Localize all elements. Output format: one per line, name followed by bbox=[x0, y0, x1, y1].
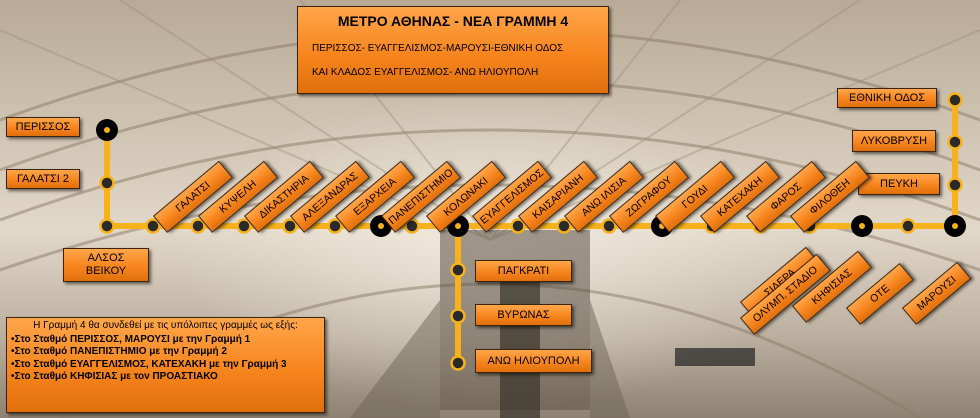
station-dot-panepistimio-core bbox=[378, 223, 384, 229]
title-route-main: ΠΕΡΙΣΣΟΣ- ΕΥΑΓΓΕΛΙΣΜΟΣ-ΜΑΡΟΥΣΙ-ΕΘΝΙΚΗ ΟΔ… bbox=[312, 43, 564, 55]
station-dot-vyronas bbox=[450, 308, 466, 324]
station-label-perissos: ΠΕΡΙΣΣΟΣ bbox=[6, 117, 80, 137]
connections-info-box: Η Γραμμή 4 θα συνδεθεί με τις υπόλοιπες … bbox=[6, 317, 325, 413]
title-box: ΜΕΤΡΟ ΑΘΗΝΑΣ - ΝΕΑ ΓΡΑΜΜΗ 4 ΠΕΡΙΣΣΟΣ- ΕΥ… bbox=[297, 6, 609, 94]
station-dot-pagkrati bbox=[450, 262, 466, 278]
station-dot-alsos-veikou bbox=[99, 218, 115, 234]
station-label-ethniki-odos: ΕΘΝΙΚΗ ΟΔΟΣ bbox=[837, 88, 937, 108]
station-dot-exarcheia bbox=[327, 218, 343, 234]
connection-line-4: •Στο Σταθμό ΚΗΦΙΣΙΑΣ με τον ΠΡΟΑΣΤΙΑΚΟ bbox=[11, 371, 218, 382]
station-dot-kaisariani bbox=[510, 218, 526, 234]
station-label-pefki: ΠΕΥΚΗ bbox=[858, 173, 940, 195]
station-dot-perissos-core bbox=[104, 127, 110, 133]
station-dot-kypseli bbox=[190, 218, 206, 234]
station-label-pagkrati: ΠΑΓΚΡΑΤΙ bbox=[475, 260, 572, 282]
station-label-ano-ilioupoli: ΑΝΩ ΗΛΙΟΥΠΟΛΗ bbox=[475, 349, 592, 373]
station-label-alsos-veikou: ΑΛΣΟΣ ΒΕΙΚΟΥ bbox=[63, 248, 149, 282]
station-dot-alexandras bbox=[282, 218, 298, 234]
station-dot-lykovrysi bbox=[947, 134, 963, 150]
title-route-branch: ΚΑΙ ΚΛΑΔΟΣ ΕΥΑΓΓΕΛΙΣΜΟΣ- ΑΝΩ ΗΛΙΟΥΠΟΛΗ bbox=[312, 66, 539, 78]
station-dot-pefki bbox=[947, 177, 963, 193]
station-dot-kolonaki bbox=[404, 218, 420, 234]
station-dot-evangelismos-core bbox=[455, 223, 461, 229]
station-dot-kifisias-core bbox=[859, 223, 865, 229]
station-label-galatsi-2: ΓΑΛΑΤΣΙ 2 bbox=[6, 169, 80, 189]
station-dot-galatsi-2 bbox=[99, 175, 115, 191]
station-dot-marousi-core bbox=[952, 223, 958, 229]
connection-line-2: •Στο Σταθμό ΠΑΝΕΠΙΣΤΗΜΙΟ με την Γραμμή 2 bbox=[11, 346, 227, 357]
station-label-vyronas: ΒΥΡΩΝΑΣ bbox=[475, 304, 572, 326]
station-dot-zografou bbox=[601, 218, 617, 234]
station-dot-ano-ilisia bbox=[556, 218, 572, 234]
connection-line-1: •Στο Σταθμό ΠΕΡΙΣΣΟΣ, ΜΑΡΟΥΣΙ με την Γρα… bbox=[11, 333, 251, 345]
station-dot-ano-ilioupoli bbox=[450, 355, 466, 371]
station-label-lykovrysi: ΛΥΚΟΒΡΥΣΗ bbox=[852, 130, 936, 152]
station-dot-ote bbox=[900, 218, 916, 234]
station-dot-ethniki-odos bbox=[947, 92, 963, 108]
connections-heading: Η Γραμμή 4 θα συνδεθεί με τις υπόλοιπες … bbox=[33, 320, 298, 331]
page-title: ΜΕΤΡΟ ΑΘΗΝΑΣ - ΝΕΑ ΓΡΑΜΜΗ 4 bbox=[337, 13, 569, 29]
station-dot-dikastiria bbox=[236, 218, 252, 234]
station-dot-galatsi bbox=[145, 218, 161, 234]
connection-line-3: •Στο Σταθμό ΕΥΑΓΓΕΛΙΣΜΟΣ, ΚΑΤΕΧΑΚΗ με τη… bbox=[11, 358, 287, 370]
